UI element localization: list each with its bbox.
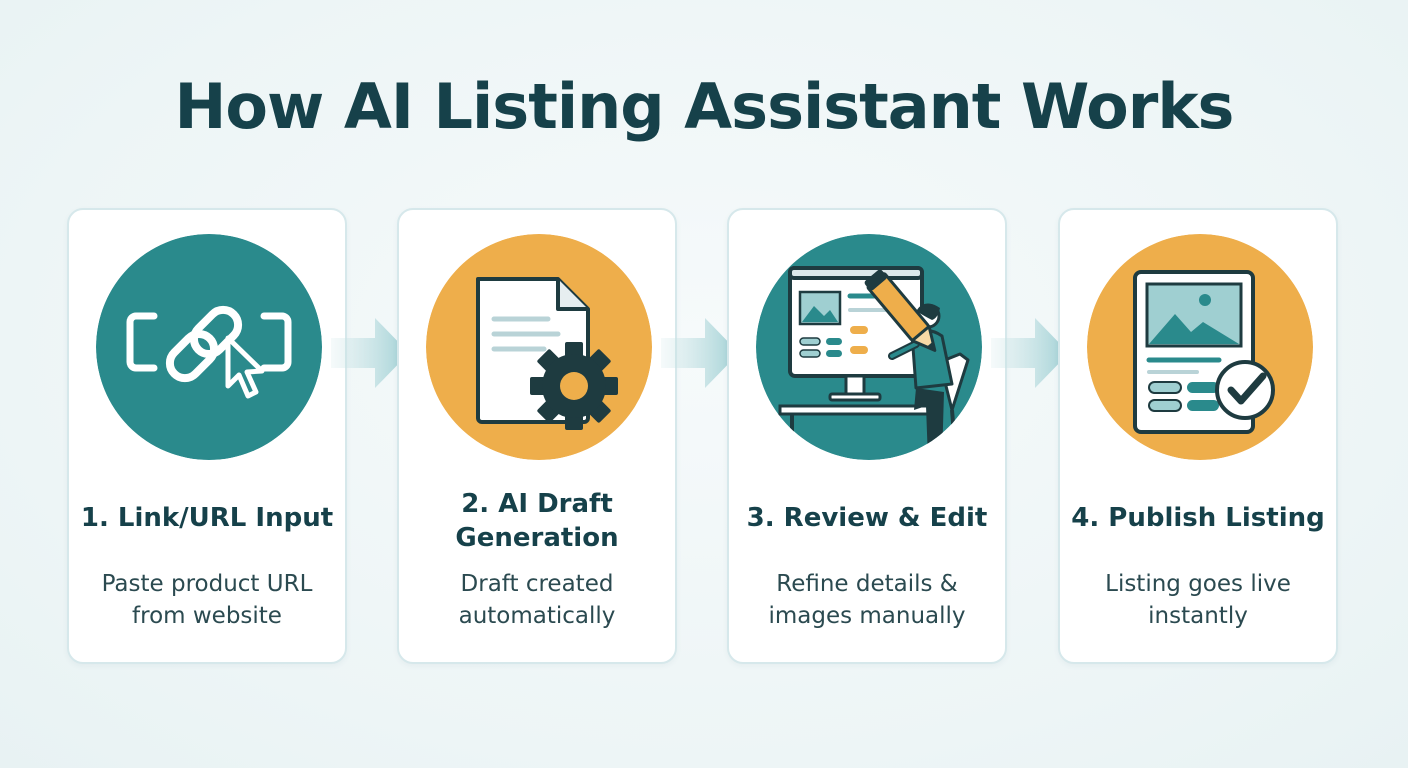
page-title: How AI Listing Assistant Works — [174, 70, 1235, 143]
arrow-right-icon — [991, 318, 1069, 388]
link-cursor-icon — [96, 234, 322, 460]
step-card-link-input: 1. Link/URL Input Paste product URL from… — [67, 208, 347, 664]
step-description: Paste product URL from website — [69, 568, 345, 632]
step-icon-circle — [756, 234, 982, 460]
step-description-line: Draft created — [460, 571, 614, 597]
step-icon-circle — [1087, 234, 1313, 460]
flow-arrow — [331, 316, 411, 390]
step-description-line: from website — [132, 603, 282, 629]
step-description-line: automatically — [458, 603, 616, 629]
step-title: 3. Review & Edit — [746, 503, 988, 533]
step-title-line: 2. AI Draft — [461, 489, 613, 519]
step-title: 4. Publish Listing — [1071, 503, 1325, 533]
step-icon-circle — [426, 234, 652, 460]
step-title: 2. AI Draft Generation — [399, 487, 675, 555]
step-description-line: Refine details & — [776, 571, 958, 597]
flow-arrow — [991, 316, 1071, 390]
step-description: Draft created automatically — [399, 568, 675, 632]
step-description-line: instantly — [1148, 603, 1248, 629]
step-title-line: Generation — [455, 523, 619, 553]
step-title: 1. Link/URL Input — [80, 503, 334, 533]
person-editing-icon — [756, 234, 982, 460]
step-description: Refine details & images manually — [729, 568, 1005, 632]
step-card-publish: 4. Publish Listing Listing goes live ins… — [1058, 208, 1338, 664]
step-description-line: images manually — [768, 603, 966, 629]
step-description: Listing goes live instantly — [1060, 568, 1336, 632]
step-description-line: Paste product URL — [101, 571, 313, 597]
arrow-right-icon — [331, 318, 409, 388]
flow-arrow — [661, 316, 741, 390]
document-gear-icon — [426, 234, 652, 460]
step-card-ai-draft: 2. AI Draft Generation Draft created aut… — [397, 208, 677, 664]
step-description-line: Listing goes live — [1105, 571, 1291, 597]
published-listing-check-icon — [1087, 234, 1313, 460]
step-icon-circle — [96, 234, 322, 460]
step-card-review-edit: 3. Review & Edit Refine details & images… — [727, 208, 1007, 664]
arrow-right-icon — [661, 318, 739, 388]
